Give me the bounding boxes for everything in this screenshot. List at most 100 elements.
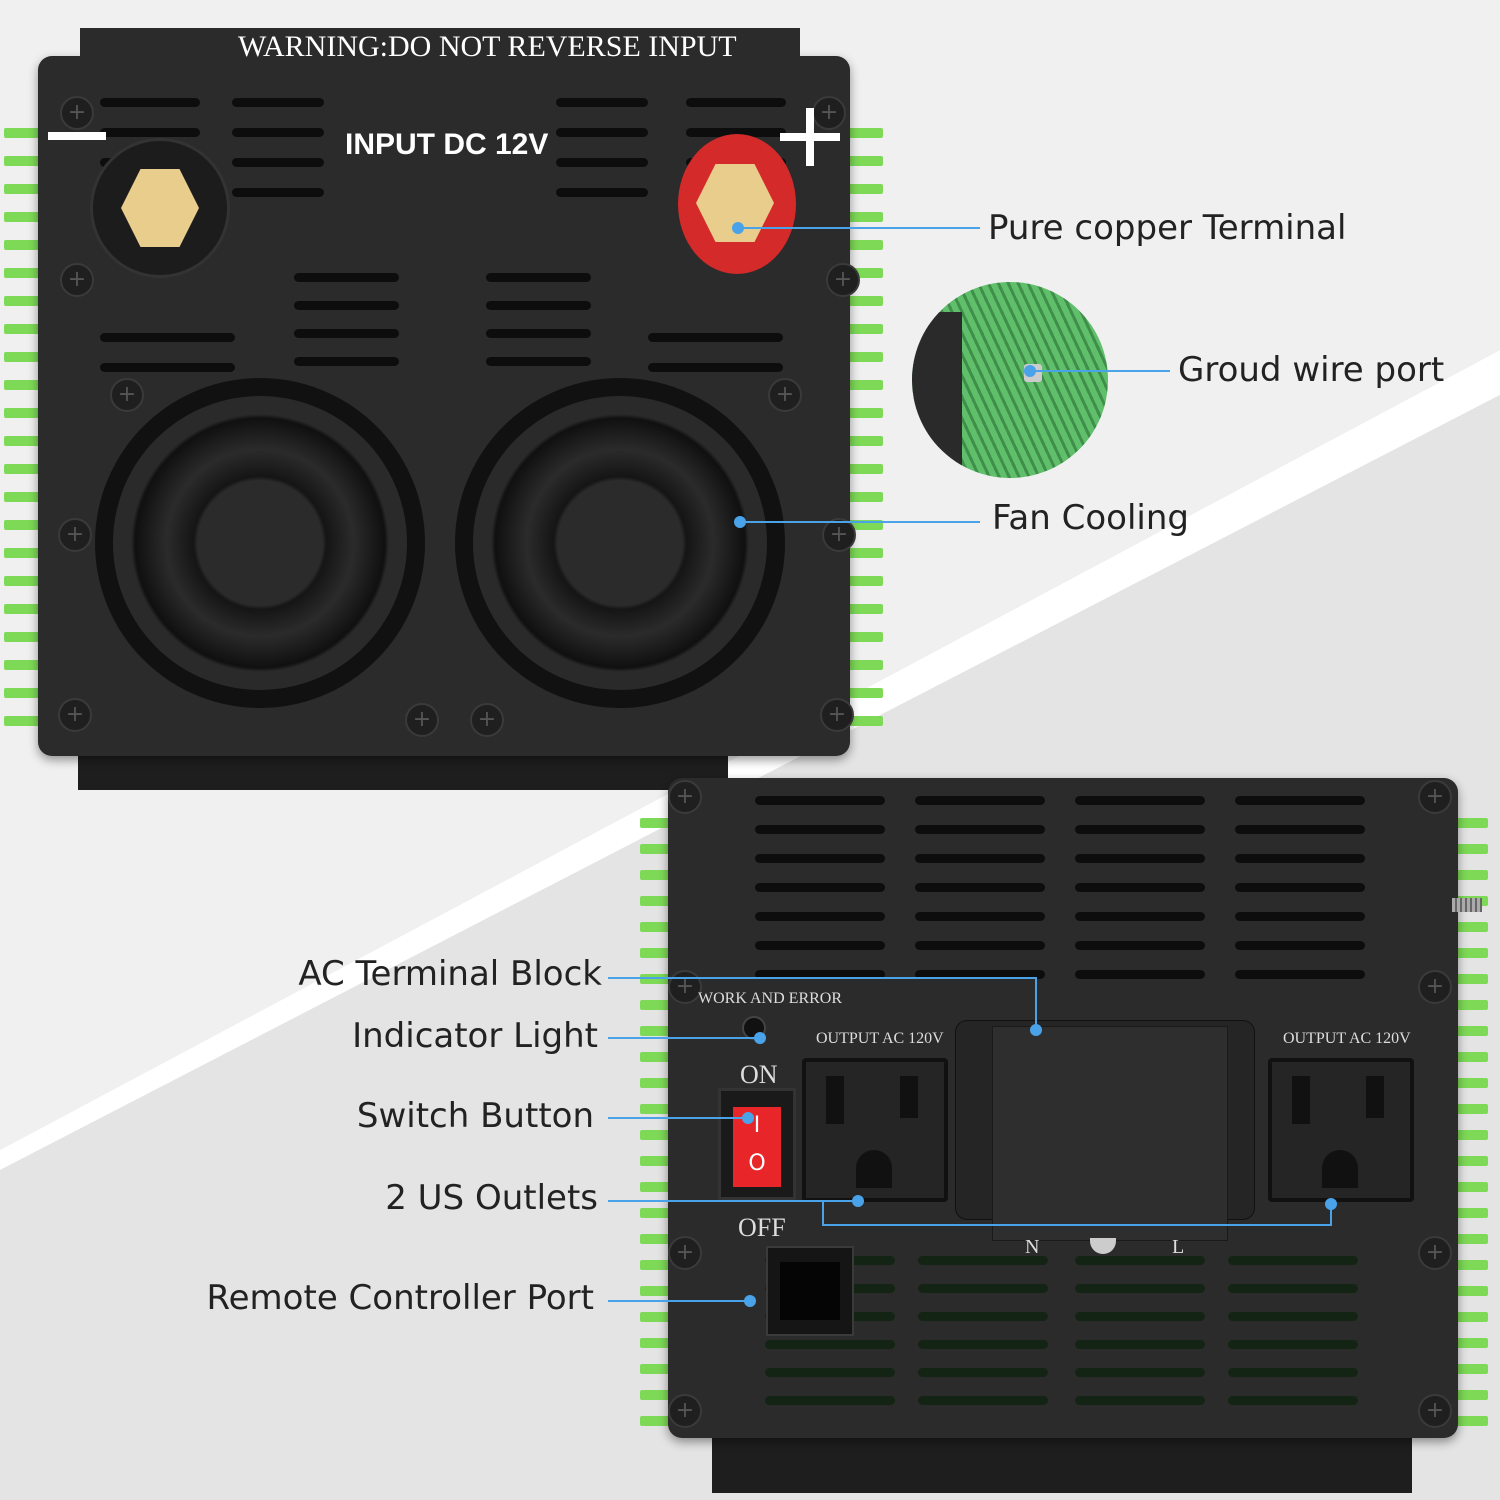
- heatsink-fin: [845, 128, 883, 138]
- power-switch[interactable]: I O: [718, 1088, 796, 1200]
- fan-right: [455, 378, 785, 708]
- vent-slot: [1228, 1256, 1358, 1265]
- heatsink-fin: [4, 296, 44, 306]
- vent-slot: [294, 273, 399, 282]
- heatsink-fin: [1452, 844, 1488, 854]
- screw-icon: [768, 378, 802, 412]
- screw-icon: [822, 518, 856, 552]
- screw-icon: [1418, 780, 1452, 814]
- screw-icon: [1418, 1236, 1452, 1270]
- screw-icon: [58, 698, 92, 732]
- indicator-label: WORK AND ERROR: [698, 990, 843, 1007]
- vent-slot: [686, 98, 786, 107]
- heatsink-fin: [845, 296, 883, 306]
- screw-icon: [812, 96, 846, 130]
- vent-slot: [486, 357, 591, 366]
- off-label: OFF: [738, 1213, 786, 1242]
- vent-slot: [1235, 854, 1365, 863]
- vent-slot: [1075, 941, 1205, 950]
- vent-slot: [556, 128, 648, 137]
- vent-slot: [915, 883, 1045, 892]
- vent-slot: [1228, 1284, 1358, 1293]
- ground-screw: [1452, 898, 1482, 912]
- heatsink-fin: [1452, 1338, 1488, 1348]
- heatsink-fin: [640, 1364, 672, 1374]
- heatsink-fin: [640, 1208, 672, 1218]
- heatsink-fin: [4, 436, 44, 446]
- heatsink-fin: [4, 212, 44, 222]
- outlet-left[interactable]: [802, 1058, 948, 1202]
- vent-slot: [915, 970, 1045, 979]
- screw-icon: [110, 378, 144, 412]
- vent-slot: [648, 333, 783, 342]
- heatsink-fin: [1452, 1182, 1488, 1192]
- heatsink-fin: [845, 240, 883, 250]
- callout-remote-port: Remote Controller Port: [206, 1278, 594, 1318]
- heatsink-fin: [4, 660, 44, 670]
- vent-slot: [232, 188, 324, 197]
- heatsink-fin: [845, 324, 883, 334]
- heatsink-fin: [640, 1000, 672, 1010]
- heatsink-fin: [1452, 974, 1488, 984]
- vent-slot: [1075, 1340, 1205, 1349]
- screw-icon: [60, 263, 94, 297]
- heatsink-fin: [4, 492, 44, 502]
- vent-slot: [294, 357, 399, 366]
- vent-slot: [1075, 912, 1205, 921]
- heatsink-fin: [845, 352, 883, 362]
- heatsink-fin: [4, 156, 44, 166]
- ac-terminal-cover: [992, 1026, 1228, 1241]
- vent-slot: [918, 1312, 1048, 1321]
- vent-slot: [918, 1284, 1048, 1293]
- callout-outlets: 2 US Outlets: [385, 1178, 598, 1218]
- heatsink-fin: [1452, 1390, 1488, 1400]
- terminal-n-label: N: [1025, 1236, 1040, 1258]
- heatsink-fin: [1452, 948, 1488, 958]
- outlet-right[interactable]: [1268, 1058, 1414, 1202]
- vent-slot: [556, 188, 648, 197]
- vent-slot: [1228, 1396, 1358, 1405]
- vent-slot: [755, 941, 885, 950]
- vent-slot: [294, 301, 399, 310]
- vent-slot: [765, 1396, 895, 1405]
- screw-icon: [470, 703, 504, 737]
- vent-slot: [918, 1340, 1048, 1349]
- on-label: ON: [740, 1060, 778, 1089]
- callout-switch: Switch Button: [356, 1096, 594, 1136]
- heatsink-fin: [845, 688, 883, 698]
- vent-slot: [100, 363, 235, 372]
- vent-slot: [1075, 1368, 1205, 1377]
- screw-icon: [58, 518, 92, 552]
- heatsink-fin: [640, 1312, 672, 1322]
- negative-terminal[interactable]: [90, 138, 230, 278]
- vent-slot: [648, 363, 783, 372]
- heatsink-fin: [845, 548, 883, 558]
- heatsink-fin: [1452, 1208, 1488, 1218]
- heatsink-fin: [640, 1338, 672, 1348]
- heatsink-fin: [1452, 1364, 1488, 1374]
- heatsink-fin: [640, 1286, 672, 1296]
- heatsink-fin: [845, 604, 883, 614]
- vent-slot: [1075, 825, 1205, 834]
- outlet-right-label: OUTPUT AC 120V: [1283, 1030, 1411, 1047]
- remote-port[interactable]: [766, 1246, 854, 1336]
- heatsink-fin: [845, 632, 883, 642]
- vent-slot: [1235, 970, 1365, 979]
- screw-icon: [405, 703, 439, 737]
- screw-icon: [668, 970, 702, 1004]
- positive-terminal[interactable]: [678, 134, 796, 274]
- heatsink-fin: [4, 464, 44, 474]
- vent-slot: [915, 796, 1045, 805]
- screw-icon: [668, 780, 702, 814]
- vent-slot: [1075, 796, 1205, 805]
- heatsink-fin: [845, 436, 883, 446]
- vent-slot: [1228, 1312, 1358, 1321]
- heatsink-fin: [640, 922, 672, 932]
- vent-slot: [232, 158, 324, 167]
- heatsink-fin: [640, 1078, 672, 1088]
- heatsink-fin: [4, 240, 44, 250]
- vent-slot: [556, 158, 648, 167]
- vent-slot: [1075, 1396, 1205, 1405]
- heatsink-fin: [640, 818, 672, 828]
- outlet-left-label: OUTPUT AC 120V: [816, 1030, 944, 1047]
